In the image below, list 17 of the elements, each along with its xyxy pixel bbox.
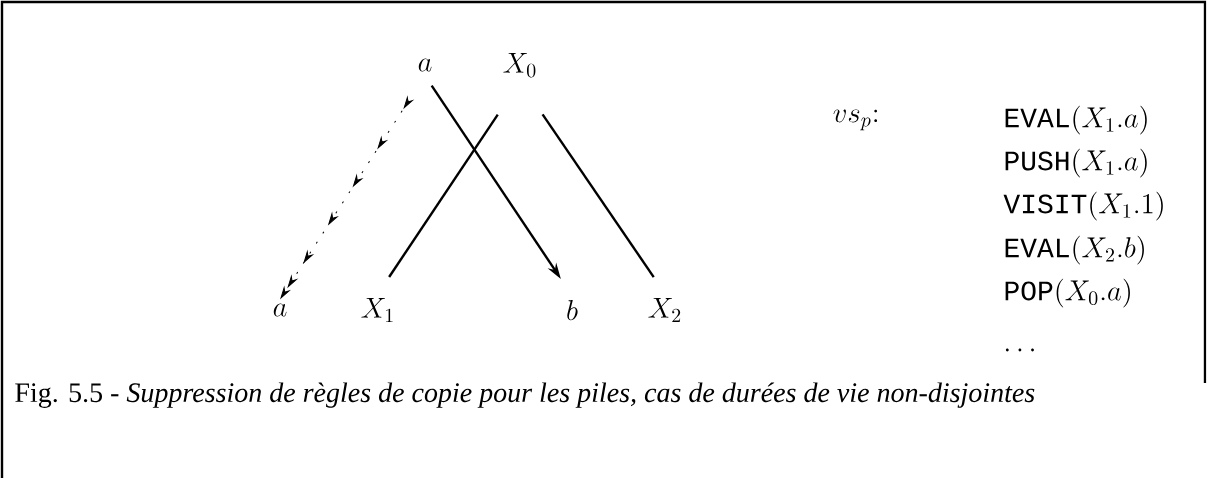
arrow [280, 96, 413, 299]
figure-caption: Fig. 5.5 - Suppression de règles de copie pour les piles, cas de durées de vie non-disjointes [15, 382, 1035, 408]
node-label: $X_0$ [503, 53, 536, 78]
node-label: $X_1$ [361, 298, 393, 322]
action-line: $\texttt{EVAL}(X_2.b)$ [1005, 235, 1144, 265]
node-label: $b$ [567, 300, 578, 321]
action-line: $\ldots$ [1005, 348, 1034, 352]
stack-label: $vs_{p}\colon$ [833, 109, 878, 131]
action-line: $\texttt{EVAL}(X_1.a)$ [1005, 105, 1147, 135]
tree-line [541, 113, 655, 278]
action-line: $\texttt{VISIT}(X_1.1)$ [1003, 191, 1163, 221]
node-label: $X_2$ [648, 298, 681, 322]
node-label: $a$ [418, 58, 432, 72]
action-line: $\texttt{POP}(X_0.a)$ [1005, 278, 1130, 308]
node-label: $a$ [273, 303, 287, 317]
tree-line [388, 114, 499, 278]
action-line: $\texttt{PUSH}(X_1.a)$ [1005, 148, 1147, 178]
